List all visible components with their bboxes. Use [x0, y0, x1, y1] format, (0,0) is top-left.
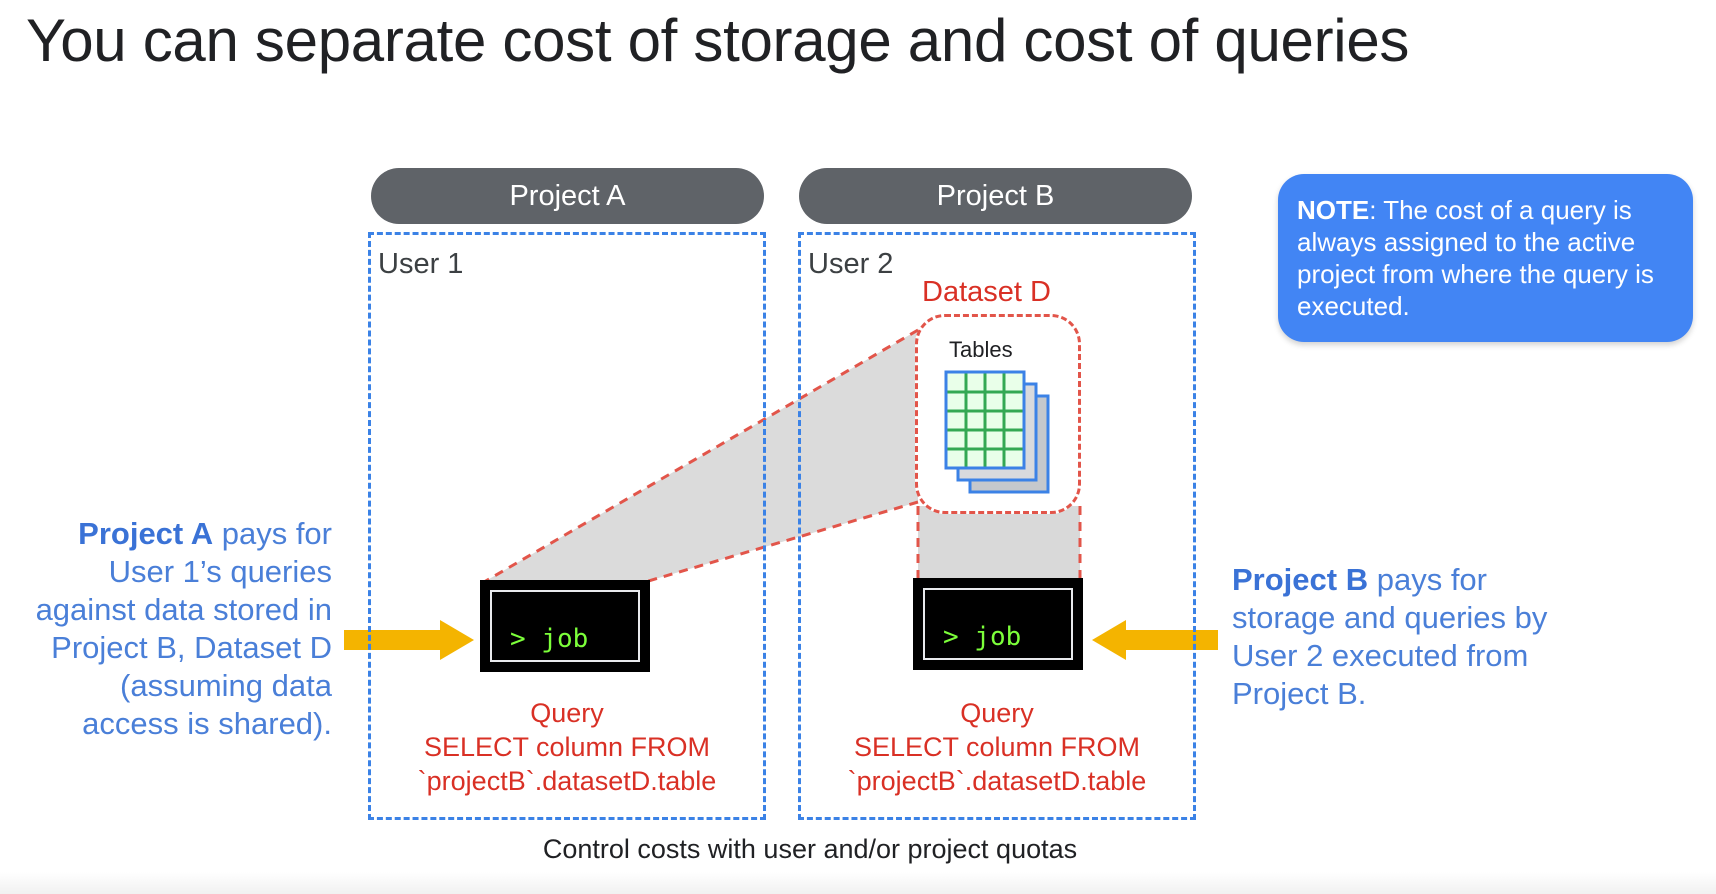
slide-title: You can separate cost of storage and cos… [26, 7, 1410, 74]
tables-label: Tables [949, 337, 1013, 362]
project-b-explanation: Project B pays for storage and queries b… [1232, 561, 1562, 713]
project-b-label: Project B [936, 179, 1055, 212]
query-sql-line-2: `projectB`.datasetD.table [847, 766, 1147, 796]
user-1-label: User 1 [378, 248, 464, 280]
project-a-label: Project A [509, 179, 626, 212]
note-heading: NOTE [1297, 195, 1370, 225]
project-b-explanation-text: pays for storage and queries by User 2 e… [1232, 562, 1548, 711]
note-text: : The cost of a query is always assigned… [1297, 195, 1654, 321]
terminal-job-text: > job [510, 624, 589, 654]
project-a-header: Project A [371, 168, 764, 224]
dataset-to-terminal-band [918, 506, 1080, 586]
query-label: Query [960, 698, 1034, 728]
terminal-job-text: > job [943, 622, 1022, 652]
user-1-query: Query SELECT column FROM `projectB`.data… [368, 696, 766, 798]
query-sql-line-1: SELECT column FROM [423, 732, 711, 762]
dataset-d-label: Dataset D [922, 276, 1051, 308]
project-b-emphasis: Project B [1232, 562, 1369, 597]
user-2-query: Query SELECT column FROM `projectB`.data… [798, 696, 1196, 798]
user-2-label: User 2 [808, 248, 894, 280]
bottom-strip [0, 872, 1716, 894]
user-2-job-terminal: > job [913, 578, 1083, 670]
project-a-explanation: Project A pays for User 1’s queries agai… [20, 515, 332, 743]
project-b-container [798, 232, 1196, 820]
footer-caption: Control costs with user and/or project q… [542, 834, 1078, 864]
note-callout: NOTE: The cost of a query is always assi… [1278, 174, 1693, 342]
project-a-explanation-text: pays for User 1’s queries against data s… [35, 516, 332, 741]
query-sql-line-2: `projectB`.datasetD.table [417, 766, 717, 796]
project-b-header: Project B [799, 168, 1192, 224]
tables-icon [944, 370, 1050, 494]
user-1-job-terminal: > job [480, 580, 650, 672]
project-a-emphasis: Project A [78, 516, 214, 551]
query-label: Query [530, 698, 604, 728]
query-sql-line-1: SELECT column FROM [853, 732, 1141, 762]
cone-edge-top [483, 328, 919, 584]
project-a-container [368, 232, 766, 820]
